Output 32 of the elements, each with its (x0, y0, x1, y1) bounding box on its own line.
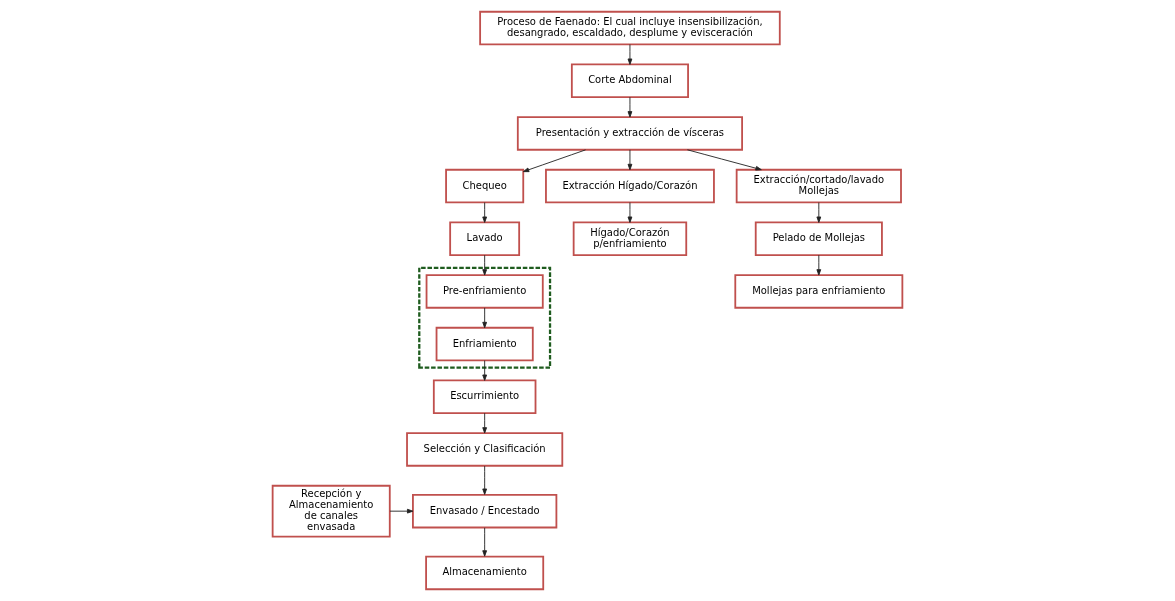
arrow (522, 149, 587, 173)
node-box: Mollejas para enfriamiento (734, 274, 904, 309)
node-box: Presentación y extracción de vísceras (516, 116, 743, 151)
node-box: Corte Abdominal (570, 63, 689, 98)
arrow (482, 307, 488, 329)
node-box: Envasado / Encestado (412, 493, 558, 529)
arrow (482, 360, 488, 381)
arrow (627, 96, 633, 118)
node-box: Selección y Clasificación (406, 432, 564, 467)
node-box: Hígado/Corazón p/enfriamiento (572, 221, 688, 256)
node-box: Proceso de Faenado: El cual incluye insensibilización, desangrado, escaldado, desplume y evisceración (479, 10, 781, 46)
node-box: Pre-enfriamiento (425, 274, 544, 309)
node-box: Almacenamiento (425, 555, 545, 591)
arrow (816, 202, 822, 223)
arrow (389, 508, 414, 514)
arrow (482, 465, 488, 495)
node-box: Extracción Hígado/Corazón (545, 168, 715, 204)
arrow (482, 527, 488, 557)
node-box: Chequeo (445, 168, 525, 204)
node-box: Recepción y Almacenamiento de canales envasada (271, 484, 391, 538)
arrow (627, 149, 633, 171)
node-box: Lavado (449, 221, 521, 256)
node-box: Enfriamiento (435, 326, 534, 362)
node-box: Escurrimiento (432, 379, 537, 414)
arrow (482, 412, 488, 434)
arrow (686, 149, 762, 171)
arrow (816, 254, 822, 276)
arrow (627, 202, 633, 223)
node-box: Pelado de Mollejas (754, 221, 883, 256)
arrow (627, 44, 633, 65)
arrow (482, 254, 488, 276)
arrow (482, 202, 488, 223)
